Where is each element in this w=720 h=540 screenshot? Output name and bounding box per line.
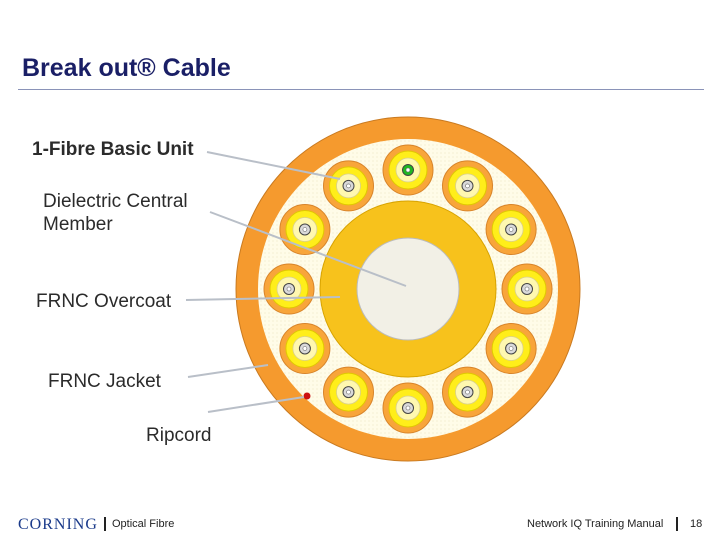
unit-fibre-core <box>508 346 514 351</box>
label-dielectric-central-member: Dielectric Central Member <box>43 190 188 236</box>
label-frnc-overcoat: FRNC Overcoat <box>36 291 172 312</box>
basic-unit <box>382 382 434 434</box>
label-frnc-jacket: FRNC Jacket <box>48 371 161 392</box>
unit-fibre-core <box>405 405 411 411</box>
leader-lines <box>185 151 407 413</box>
footer-manual-title: Network IQ Training Manual <box>527 518 664 530</box>
basic-unit <box>323 160 374 212</box>
footer-separator <box>104 517 106 531</box>
basic-unit <box>501 263 553 315</box>
ripcord <box>303 392 311 400</box>
footer-page-number: 18 <box>690 518 703 530</box>
dielectric-central-member <box>356 237 460 341</box>
basic-unit <box>323 366 374 418</box>
unit-fibre-core <box>302 227 308 232</box>
basic-unit <box>485 323 537 374</box>
corning-logo: CORNING <box>18 516 98 533</box>
unit-fibre-core <box>524 286 530 292</box>
label-basic-unit: 1-Fibre Basic Unit <box>32 139 194 160</box>
leader-ripcord <box>207 396 305 413</box>
basic-unit <box>485 204 537 255</box>
footer-section: Optical Fibre <box>112 518 175 530</box>
footer-separator <box>676 517 678 531</box>
unit-fibre-core <box>286 286 292 292</box>
unit-fibre-core <box>465 389 470 395</box>
basic-unit <box>382 144 434 196</box>
basic-unit <box>442 366 493 418</box>
unit-fibre-core <box>302 346 308 351</box>
basic-unit <box>263 263 315 315</box>
label-ripcord: Ripcord <box>146 425 212 446</box>
basic-unit <box>279 323 331 374</box>
leader-overcoat <box>185 296 341 301</box>
unit-fibre-core <box>346 183 351 189</box>
unit-fibre-core <box>508 227 514 232</box>
label-dielectric-line2: Member <box>43 214 113 235</box>
leader-jacket <box>187 364 269 378</box>
label-dielectric-line1: Dielectric Central <box>43 191 188 212</box>
title-divider <box>18 89 704 90</box>
unit-fibre-core <box>346 389 351 395</box>
unit-fibre-core <box>405 167 411 173</box>
leader-dielectric <box>209 211 407 287</box>
slide-title: Break out® Cable <box>22 54 231 82</box>
leader-basic-unit <box>206 151 341 180</box>
unit-fibre-core <box>465 183 470 189</box>
basic-unit <box>442 160 493 212</box>
basic-unit <box>279 204 331 255</box>
basic-units-ring <box>263 144 553 434</box>
